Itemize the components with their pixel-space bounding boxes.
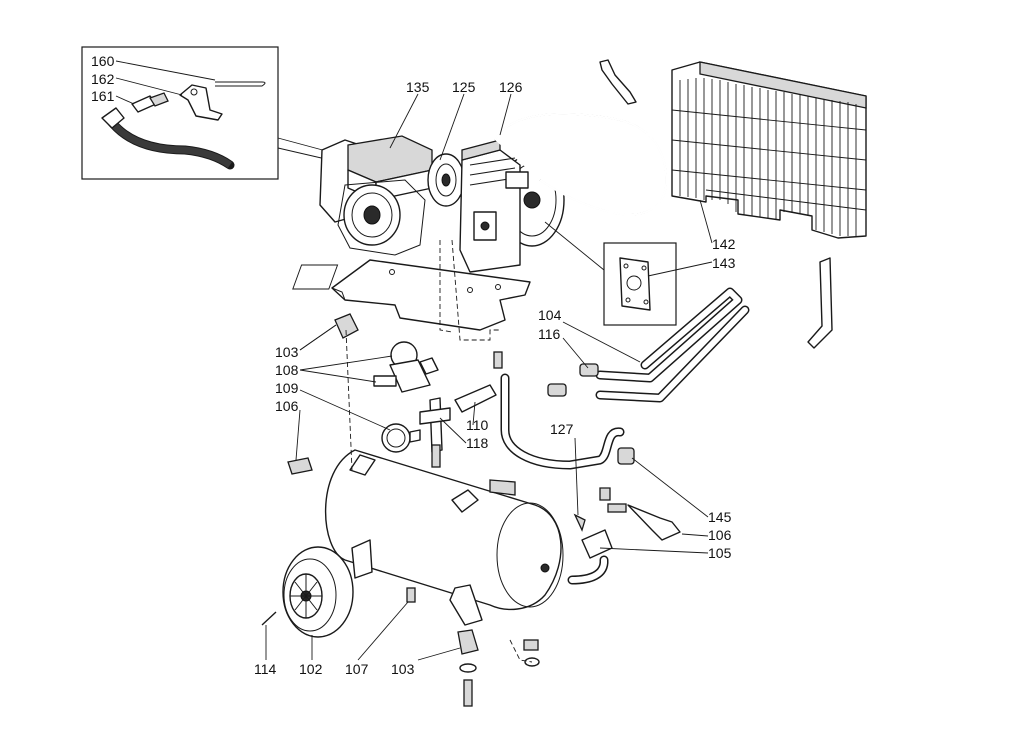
- callout-110: 110: [466, 417, 489, 433]
- callout-103-top: 103: [275, 344, 299, 360]
- callout-labels: 160 162 161 135 125 126 142 143 104 116 …: [91, 53, 736, 677]
- callout-125: 125: [452, 79, 476, 95]
- callout-103-bottom: 103: [391, 661, 415, 677]
- wheel: [282, 546, 354, 638]
- callout-106-right: 106: [708, 527, 732, 543]
- callout-116: 116: [538, 326, 561, 342]
- callout-109: 109: [275, 380, 299, 396]
- callout-161: 161: [91, 88, 115, 104]
- callout-118: 118: [466, 435, 489, 451]
- callout-127: 127: [550, 421, 574, 437]
- callout-106-left: 106: [275, 398, 299, 414]
- callout-135: 135: [406, 79, 430, 95]
- callout-107: 107: [345, 661, 369, 677]
- callout-114: 114: [254, 661, 277, 677]
- delivery-pipe: [547, 287, 750, 403]
- callout-160: 160: [91, 53, 115, 69]
- engine-assembly: [319, 135, 465, 256]
- callout-126: 126: [499, 79, 523, 95]
- belt-guard-grille: [671, 61, 867, 239]
- callout-108: 108: [275, 362, 299, 378]
- callout-143: 143: [712, 255, 736, 271]
- callout-162: 162: [91, 71, 115, 87]
- base-plate: [292, 259, 531, 331]
- callout-102: 102: [299, 661, 323, 677]
- wheel-bolt: [261, 611, 277, 626]
- gasket-detail-box: [603, 242, 677, 326]
- callout-142: 142: [712, 236, 736, 252]
- callout-145: 145: [708, 509, 732, 525]
- fittings-and-valves: [287, 313, 681, 707]
- guard-bracket-right: [807, 257, 833, 349]
- inset-detail-box: [81, 46, 279, 180]
- guard-bracket-top: [599, 59, 637, 105]
- air-tank: [324, 449, 564, 626]
- callout-105: 105: [708, 545, 732, 561]
- callout-104: 104: [538, 307, 562, 323]
- leader-lines: [115, 60, 713, 661]
